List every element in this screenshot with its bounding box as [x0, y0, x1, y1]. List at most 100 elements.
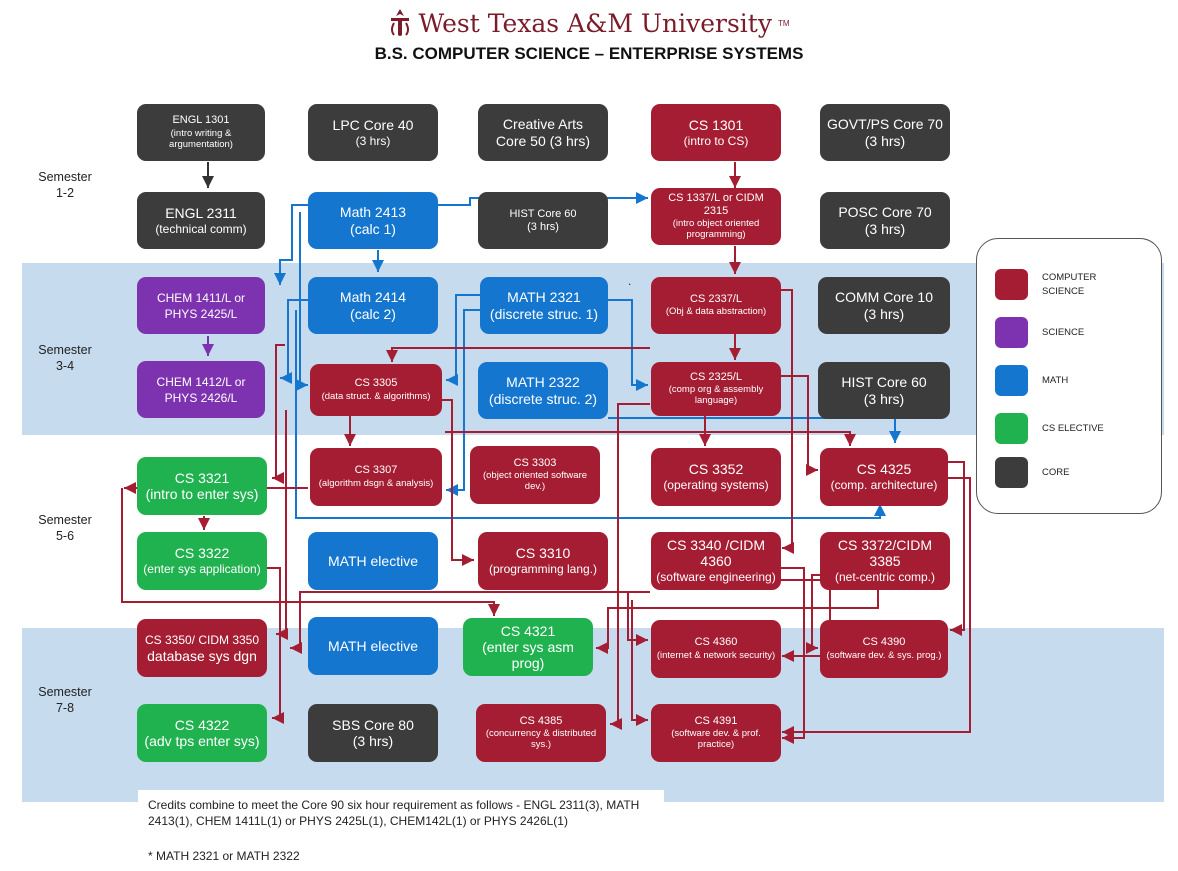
course-cs3307[interactable]: CS 3307(algorithm dsgn & analysis) [310, 448, 442, 506]
course-desc: PHYS 2426/L [164, 390, 238, 405]
course-desc: (algorithm dsgn & analysis) [318, 477, 434, 489]
course-cs3310[interactable]: CS 3310(programming lang.) [478, 532, 608, 590]
course-code: CS 2337/L [690, 292, 742, 305]
course-cs4322[interactable]: CS 4322(adv tps enter sys) [137, 704, 267, 762]
legend-item-math: MATH [995, 365, 1068, 396]
course-math2414[interactable]: Math 2414(calc 2) [308, 277, 438, 334]
course-code: Creative Arts [502, 116, 584, 133]
course-cs3321[interactable]: CS 3321(intro to enter sys) [137, 457, 267, 515]
legend-swatch [995, 457, 1028, 488]
course-math2321[interactable]: MATH 2321(discrete struc. 1) [480, 277, 608, 334]
arrow-math2413-cs3305 [296, 212, 308, 391]
course-code: CS 4322 [174, 716, 230, 733]
course-cs4325[interactable]: CS 4325(comp. architecture) [820, 448, 948, 506]
course-hist-core-60b[interactable]: HIST Core 60(3 hrs) [818, 362, 950, 419]
course-engl1301[interactable]: ENGL 1301(intro writing & argumentation) [137, 104, 265, 161]
arrow-math2414-cs4325 [295, 310, 886, 519]
course-code: MATH elective [328, 552, 418, 569]
course-desc: (object oriented software dev.) [482, 470, 588, 493]
course-desc: (comp org & assembly language) [668, 384, 764, 407]
course-math-elective-1[interactable]: MATH elective [308, 532, 438, 590]
course-cs4391[interactable]: CS 4391(software dev. & prof. practice) [651, 704, 781, 762]
legend-label: CORE [1042, 466, 1070, 478]
course-code: CS 3305 [354, 377, 398, 390]
course-cs4385[interactable]: CS 4385(concurrency & distributed sys.) [476, 704, 606, 762]
course-cs4321[interactable]: CS 4321(enter sys asm prog) [463, 618, 593, 676]
course-desc: (3 hrs) [527, 220, 559, 233]
course-desc: (intro to CS) [683, 133, 749, 148]
arrow-cs3321-cs3350 [121, 488, 500, 616]
course-code: Math 2414 [339, 289, 407, 306]
course-desc: (data struct. & algorithms) [321, 390, 431, 402]
course-desc: Core 50 (3 hrs) [495, 132, 591, 149]
course-math2413[interactable]: Math 2413(calc 1) [308, 192, 438, 249]
arrow-math2413-chem1411 [274, 204, 310, 285]
course-cs1301[interactable]: CS 1301(intro to CS) [651, 104, 781, 161]
course-cs1337[interactable]: CS 1337/L or CIDM 2315(intro object orie… [651, 188, 781, 245]
legend-swatch [995, 269, 1028, 300]
legend-label: SCIENCE [1042, 326, 1085, 338]
semester-label-1-2: Semester 1-2 [38, 170, 92, 200]
course-code: CS 3352 [688, 461, 744, 478]
arrow-cs3305-cs4325 [445, 431, 856, 446]
course-lpc-core-40[interactable]: LPC Core 40(3 hrs) [308, 104, 438, 161]
course-code: MATH 2322 [506, 374, 580, 391]
course-cs2325[interactable]: CS 2325/L(comp org & assembly language) [651, 362, 781, 416]
course-desc: (3 hrs) [863, 305, 905, 322]
arrow-cs3322-cs4322 [262, 567, 284, 724]
course-cs4360[interactable]: CS 4360(internet & network security) [651, 620, 781, 678]
course-govt-core-70[interactable]: GOVT/PS Core 70(3 hrs) [820, 104, 950, 161]
course-code: ENGL 1301 [172, 114, 230, 127]
course-cs3322[interactable]: CS 3322(enter sys application) [137, 532, 267, 590]
course-cs3340[interactable]: CS 3340 /CIDM 4360(software engineering) [651, 532, 781, 590]
course-desc: (concurrency & distributed sys.) [485, 728, 597, 751]
course-code: ENGL 2311 [165, 204, 237, 221]
course-code: CS 1337/L or CIDM 2315 [668, 191, 764, 217]
course-desc: (software dev. & sys. prog.) [826, 649, 942, 661]
course-posc-core-70[interactable]: POSC Core 70(3 hrs) [820, 192, 950, 249]
arrow-cs3340-cs4391 [778, 567, 805, 744]
course-comm-core-10[interactable]: COMM Core 10(3 hrs) [818, 277, 950, 334]
course-cs3352[interactable]: CS 3352(operating systems) [651, 448, 781, 506]
course-desc: (adv tps enter sys) [144, 733, 260, 749]
course-desc: (calc 1) [350, 220, 396, 237]
course-cs3372[interactable]: CS 3372/CIDM 3385(net-centric comp.) [820, 532, 950, 590]
course-code: MATH 2321 [507, 289, 581, 306]
course-hist-core-60[interactable]: HIST Core 60(3 hrs) [478, 192, 608, 249]
course-desc: (intro writing & argumentation) [169, 127, 233, 150]
arrow-math2321-cs3307 [446, 309, 480, 496]
course-math2322[interactable]: MATH 2322(discrete struc. 2) [478, 362, 608, 419]
page-title: B.S. COMPUTER SCIENCE – ENTERPRISE SYSTE… [374, 44, 804, 63]
course-code: Math 2413 [339, 204, 407, 221]
course-code: CS 4390 [862, 636, 906, 649]
course-code: POSC Core 70 [838, 204, 932, 221]
course-code: CS 1301 [688, 116, 744, 133]
course-code: CS 3350/ CIDM 3350 [144, 633, 260, 648]
course-math-elective-2[interactable]: MATH elective [308, 617, 438, 675]
course-code: CS 4325 [856, 461, 912, 478]
legend-item-cs-elective: CS ELECTIVE [995, 413, 1104, 444]
course-cs3303[interactable]: CS 3303(object oriented software dev.) [470, 446, 600, 504]
course-cs4390[interactable]: CS 4390(software dev. & sys. prog.) [820, 620, 948, 678]
legend-label: CS ELECTIVE [1042, 422, 1104, 434]
credits-note: Credits combine to meet the Core 90 six … [138, 790, 664, 860]
legend-item-core: CORE [995, 457, 1069, 488]
course-engl2311[interactable]: ENGL 2311(technical comm) [137, 192, 265, 249]
course-cs2337[interactable]: CS 2337/L(Obj & data abstraction) [651, 277, 781, 334]
semester-label-3-4: Semester 3-4 [38, 343, 92, 373]
legend-swatch [995, 317, 1028, 348]
arrow-cs2337-cs3340 [780, 289, 794, 554]
course-code: HIST Core 60 [509, 207, 577, 220]
trademark: TM [777, 18, 790, 28]
course-sbs-core-80[interactable]: SBS Core 80(3 hrs) [308, 704, 438, 762]
course-desc: (calc 2) [350, 305, 396, 322]
course-desc: (internet & network security) [656, 649, 776, 661]
course-code: SBS Core 80 [332, 716, 414, 733]
course-cs3305[interactable]: CS 3305(data struct. & algorithms) [310, 364, 442, 416]
